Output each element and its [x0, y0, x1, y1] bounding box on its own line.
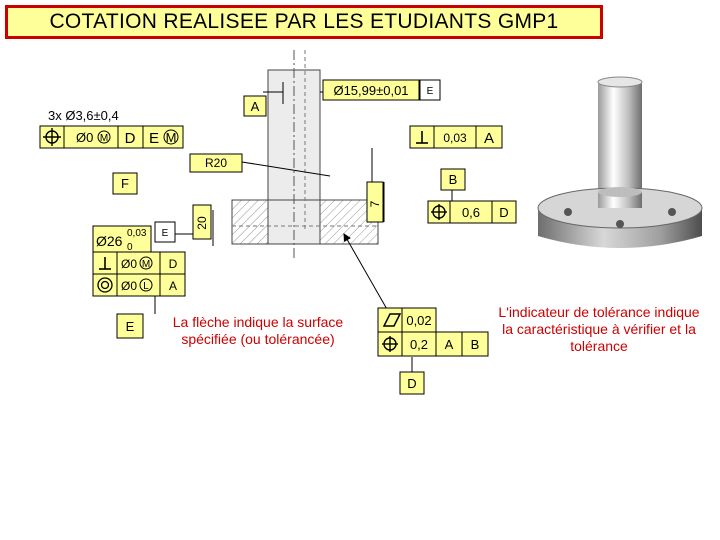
svg-text:B: B — [449, 172, 458, 187]
holes-note: 3x Ø3,6±0,4 — [48, 108, 119, 123]
hole-icon — [616, 220, 624, 228]
svg-text:A: A — [169, 279, 177, 293]
svg-text:D: D — [499, 205, 508, 220]
frame-perpendicularity-top: 0,03 A — [409, 125, 503, 149]
svg-text:D: D — [125, 130, 136, 147]
datum-B: B — [440, 168, 466, 191]
svg-text:Ø26: Ø26 — [96, 233, 123, 249]
datum-E-bottom: E — [116, 313, 144, 339]
position-icon — [431, 204, 447, 220]
perpendicularity-icon — [416, 131, 428, 144]
concentricity-icon — [97, 277, 113, 293]
leader-lines — [138, 82, 453, 372]
modifier-circle-icon — [139, 278, 153, 292]
svg-text:A: A — [484, 130, 494, 147]
dimension-diameter-26: Ø26 0,03 0 — [92, 225, 152, 255]
page-title: COTATION REALISEE PAR LES ETUDIANTS GMP1 — [49, 10, 559, 33]
svg-text:E: E — [162, 228, 169, 239]
position-icon — [43, 128, 61, 146]
datum-D: D — [399, 371, 425, 395]
note-arrow-surface: La flèche indique la surface spécifiée (… — [172, 314, 344, 347]
svg-text:0,6: 0,6 — [462, 205, 480, 220]
svg-text:A: A — [445, 337, 454, 352]
datum-F: F — [112, 172, 138, 195]
svg-text:L: L — [143, 281, 149, 292]
datum-E-left: E — [154, 221, 176, 243]
hole-icon — [564, 208, 572, 216]
frame-position-holes: Ø0 M D E M — [39, 125, 184, 149]
frame-position-bottom: 0,2 A B — [377, 331, 489, 357]
title-banner: COTATION REALISEE PAR LES ETUDIANTS GMP1 — [5, 5, 603, 39]
svg-text:E: E — [427, 86, 434, 97]
dimension-diameter-top: Ø15,99±0,01 — [322, 79, 420, 101]
perpendicularity-icon — [99, 257, 111, 270]
modifier-circle-icon — [139, 256, 153, 270]
svg-text:B: B — [471, 337, 480, 352]
dimension-7: 7 — [366, 181, 384, 223]
svg-text:0,02: 0,02 — [406, 313, 431, 328]
svg-text:0,03: 0,03 — [443, 131, 467, 145]
svg-text:F: F — [121, 176, 129, 191]
svg-text:0: 0 — [127, 242, 133, 253]
svg-text:Ø0: Ø0 — [121, 257, 137, 271]
svg-text:M: M — [142, 259, 150, 270]
svg-text:E: E — [149, 130, 159, 147]
svg-text:0,03: 0,03 — [127, 228, 147, 239]
svg-text:A: A — [251, 99, 260, 114]
modifier-circle-icon — [97, 130, 111, 144]
svg-text:M: M — [166, 130, 177, 145]
hole-icon — [668, 208, 676, 216]
svg-text:0,2: 0,2 — [410, 337, 428, 352]
frame-concentricity: Ø0 L A — [92, 273, 186, 297]
flatness-icon — [382, 313, 402, 327]
svg-text:D: D — [169, 257, 178, 271]
frame-perpendicularity-left: Ø0 M D — [92, 251, 186, 275]
frame-position-right: 0,6 D — [427, 200, 517, 224]
svg-text:M: M — [100, 133, 108, 144]
note-tolerance-indicator: L'indicateur de tolérance indique la car… — [498, 304, 700, 354]
frame-flatness: 0,02 — [377, 307, 437, 333]
svg-text:20: 20 — [195, 216, 209, 230]
datum-A: A — [243, 95, 267, 117]
datum-E-top: E — [419, 79, 441, 101]
svg-text:Ø15,99±0,01: Ø15,99±0,01 — [333, 83, 408, 98]
modifier-circle-icon — [163, 129, 179, 145]
svg-text:D: D — [407, 376, 416, 391]
dimension-20: 20 — [192, 204, 212, 240]
svg-text:7: 7 — [368, 200, 382, 207]
position-icon — [382, 336, 398, 352]
svg-text:E: E — [126, 319, 135, 334]
part-3d-view — [537, 76, 703, 248]
svg-text:Ø0: Ø0 — [76, 130, 93, 145]
svg-text:R20: R20 — [205, 156, 227, 170]
radius-label: R20 — [189, 153, 243, 173]
svg-text:Ø0: Ø0 — [121, 279, 137, 293]
